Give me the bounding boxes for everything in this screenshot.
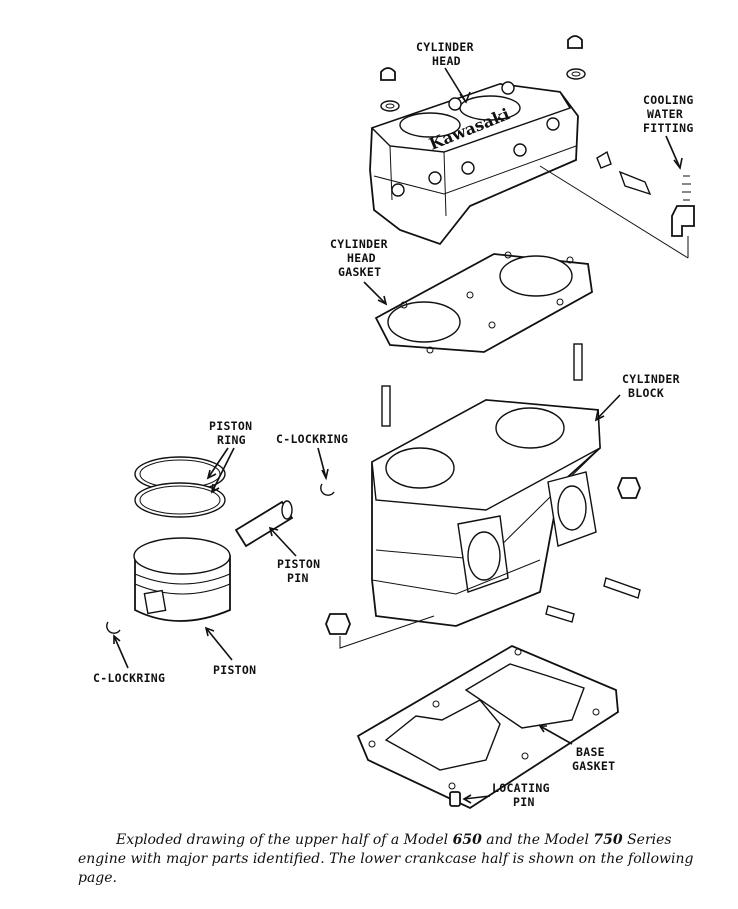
block-fasteners xyxy=(325,477,641,649)
piston xyxy=(133,537,231,622)
cylinder-head: Kawasaki xyxy=(369,81,579,246)
label-piston-pin: PISTON PIN xyxy=(268,526,320,585)
label-c-lockring-upper: C-LOCKRING xyxy=(276,432,348,481)
cylinder-block xyxy=(371,399,601,627)
caption-model-b: 750 xyxy=(593,832,623,848)
locating-pin xyxy=(449,791,461,807)
label-piston-pin-line2: PIN xyxy=(287,571,309,585)
label-head-gasket-line1: CYLINDER xyxy=(330,237,388,251)
label-block-line2: BLOCK xyxy=(628,386,664,400)
label-piston: PISTON xyxy=(204,626,256,677)
cooling-water-fitting xyxy=(539,150,695,259)
label-piston-ring-line1: PISTON xyxy=(209,419,252,433)
label-c-lockring-lower: C-LOCKRING xyxy=(93,634,165,685)
label-piston-text: PISTON xyxy=(213,663,256,677)
piston-ring xyxy=(134,456,226,518)
caption-part2: and the Model xyxy=(481,832,594,848)
label-cylinder-head: CYLINDER HEAD xyxy=(416,40,474,104)
label-cylinder-head-gasket: CYLINDER HEAD GASKET xyxy=(330,237,388,306)
figure-caption: Exploded drawing of the upper half of a … xyxy=(78,831,718,888)
label-c-lockring-upper-text: C-LOCKRING xyxy=(276,432,348,446)
label-locating-pin-line2: PIN xyxy=(513,795,535,809)
label-piston-pin-line1: PISTON xyxy=(277,557,320,571)
label-piston-ring-line2: RING xyxy=(217,433,246,447)
label-base-gasket: BASE GASKET xyxy=(538,725,615,773)
label-cooling-line1: COOLING xyxy=(643,93,694,107)
label-cooling-line2: WATER xyxy=(647,107,683,121)
label-cylinder-head-line1: CYLINDER xyxy=(416,40,474,54)
label-cooling-line3: FITTING xyxy=(643,121,694,135)
caption-part1: Exploded drawing of the upper half of a … xyxy=(116,832,453,848)
label-base-gasket-line2: GASKET xyxy=(572,759,615,773)
label-cylinder-head-line2: HEAD xyxy=(432,54,461,68)
label-base-gasket-line1: BASE xyxy=(576,745,605,759)
label-c-lockring-lower-text: C-LOCKRING xyxy=(93,671,165,685)
piston-pin xyxy=(234,500,294,548)
caption-part3: Series engine with major parts identifie… xyxy=(78,832,694,886)
studs xyxy=(381,343,583,427)
caption-model-a: 650 xyxy=(452,832,482,848)
label-cylinder-block: CYLINDER BLOCK xyxy=(594,372,680,422)
c-lockrings xyxy=(106,483,335,634)
label-cooling-water-fitting: COOLING WATER FITTING xyxy=(643,93,694,170)
label-head-gasket-line3: GASKET xyxy=(338,265,381,279)
cylinder-head-gasket xyxy=(374,251,593,354)
label-head-gasket-line2: HEAD xyxy=(347,251,376,265)
label-block-line1: CYLINDER xyxy=(622,372,680,386)
label-locating-pin: LOCATING PIN xyxy=(462,781,550,809)
base-gasket xyxy=(356,644,619,810)
label-piston-ring: PISTON RING xyxy=(206,419,252,494)
head-nuts xyxy=(380,35,586,112)
label-locating-pin-line1: LOCATING xyxy=(492,781,550,795)
